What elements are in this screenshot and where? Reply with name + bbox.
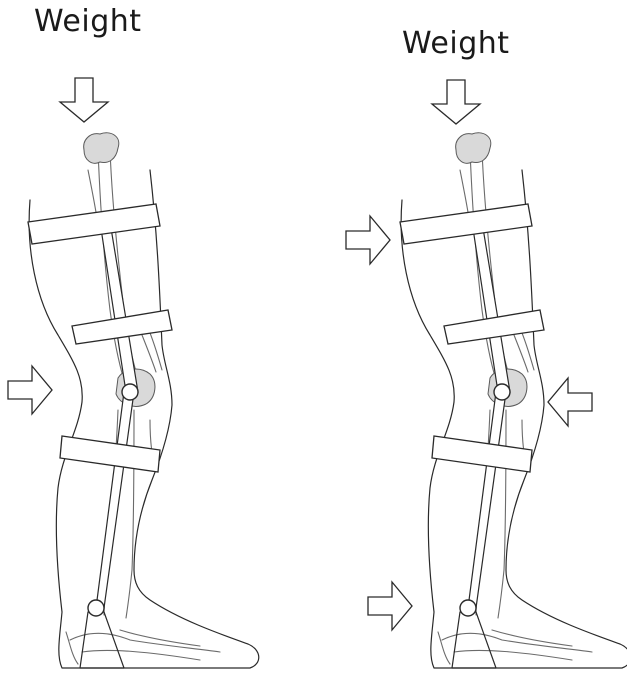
right-ankle-arrow-icon (368, 582, 412, 630)
right-leg-brace (400, 133, 627, 668)
right-panel (346, 80, 627, 668)
left-panel (8, 78, 259, 668)
left-leg-brace (28, 133, 259, 668)
right-thigh-arrow-icon (346, 216, 390, 264)
right-weight-arrow-icon (432, 80, 480, 124)
left-weight-arrow-icon (60, 78, 108, 122)
right-knee-arrow-icon (548, 378, 592, 426)
left-knee-arrow-icon (8, 366, 52, 414)
